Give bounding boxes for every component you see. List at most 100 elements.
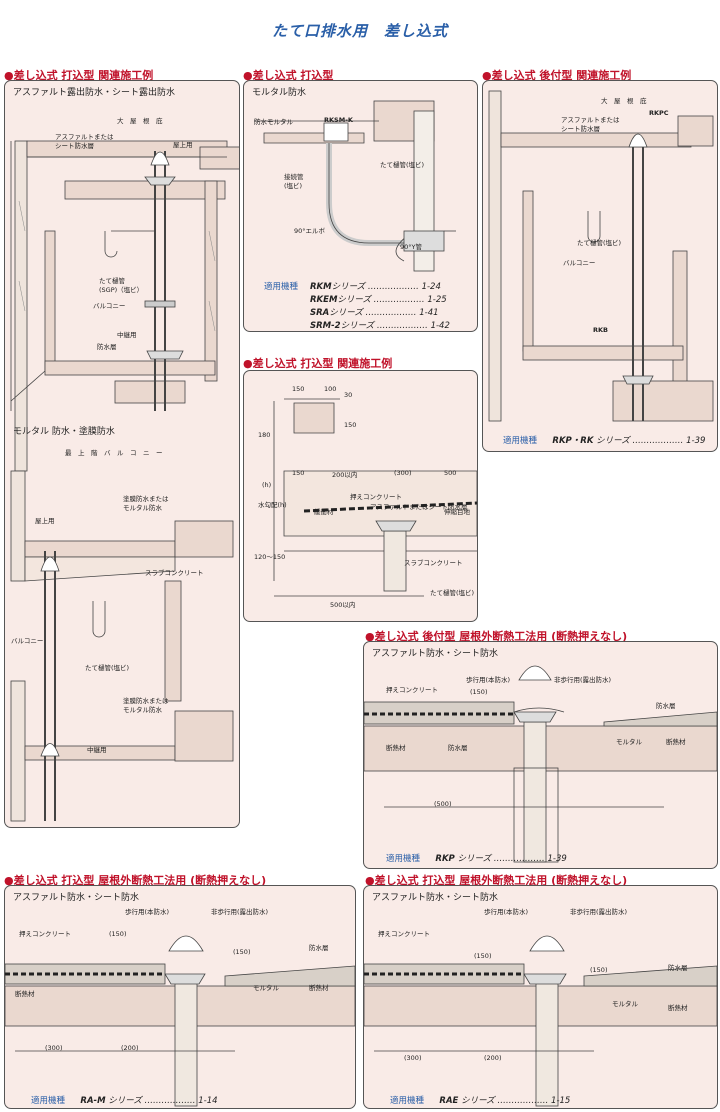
dim: 500 <box>444 469 457 477</box>
label: 断熱材 <box>15 990 35 998</box>
model-page: 1-25 <box>427 295 447 305</box>
applicable-models-6: 適用機種 RA-M シリーズ ……………… 1-14 <box>31 1096 218 1106</box>
label: 中継用 <box>87 746 107 754</box>
dim: 30 <box>344 391 353 399</box>
model-page: 1-39 <box>686 436 706 446</box>
label: 伸縮目地 <box>444 508 470 516</box>
drawing-4 <box>273 398 477 597</box>
dim: 120～150 <box>254 553 286 561</box>
models-label: 適用機種 <box>390 1096 425 1106</box>
panel-4: 150 100 180 150 200以内 (300) 500 120～150 … <box>243 370 478 622</box>
label: シート防水層 <box>55 142 94 150</box>
label: 非歩行用(露出防水) <box>554 676 612 684</box>
model-name: RA-M <box>80 1096 106 1106</box>
label: 接続管 <box>284 173 304 181</box>
label: 塗膜防水または <box>123 495 169 503</box>
label: バルコニー <box>11 637 44 645</box>
label: 断熱材 <box>668 1004 688 1012</box>
label: バルコニー <box>93 302 126 310</box>
drawing-3 <box>488 90 714 422</box>
models-label: 適用機種 <box>31 1096 66 1106</box>
section-heading-7: ●差し込式 打込型 屋根外断熱工法用 (断熱押えなし) <box>365 874 628 887</box>
section-heading-5: ●差し込式 後付型 屋根外断熱工法用 (断熱押えなし) <box>365 630 628 643</box>
label: RKB <box>593 326 608 334</box>
model-suffix: シリーズ <box>457 854 492 864</box>
label: スラブコンクリート <box>404 559 463 567</box>
model-page: 1-39 <box>547 854 567 864</box>
label: 屋上用 <box>35 517 55 525</box>
model-name: SRM-2 <box>310 321 341 331</box>
section-heading-2: ●差し込式 打込型 <box>243 69 334 82</box>
label: (150) <box>109 930 127 938</box>
model-suffix: シリーズ <box>329 308 363 318</box>
label: RKPC <box>649 109 669 117</box>
panel-2: モルタル防水 防水モルタル RKSM-K 接続管 (塩ビ) たて樋管(塩ビ) 9… <box>243 80 478 332</box>
models-label: 適用機種 <box>386 854 421 864</box>
model-suffix: シリーズ <box>340 321 375 331</box>
label: 断熱材 <box>309 984 329 992</box>
label: 防水層 <box>97 343 117 351</box>
label: RKSM-K <box>324 116 353 124</box>
label: 大 屋 根 庇 <box>601 97 647 105</box>
dim: (h) <box>262 481 272 489</box>
applicable-models-7: 適用機種 RAE シリーズ ……………… 1-15 <box>390 1096 571 1106</box>
model-suffix: シリーズ <box>337 295 371 305</box>
vertical-label: 水勾配(h) <box>258 501 287 509</box>
label: シート防水層 <box>561 125 600 133</box>
drawing-6 <box>5 935 355 1107</box>
model-name: RKP・RK <box>552 436 594 446</box>
label: モルタル <box>612 1000 638 1008</box>
label: 中継用 <box>117 331 137 339</box>
subheading-6: アスファルト防水・シート防水 <box>13 893 140 903</box>
label: たて樋管 <box>99 277 125 285</box>
label: 非歩行用(露出防水) <box>211 908 269 916</box>
label: 最 上 階 バ ル コ ニ ー <box>65 449 163 457</box>
label: 押えコンクリート <box>350 493 402 501</box>
label: 90°エルボ <box>294 227 326 235</box>
label: (150) <box>590 966 608 974</box>
label: 押えコンクリート <box>19 930 71 938</box>
label: バルコニー <box>563 259 596 267</box>
panel-7: アスファルト防水・シート防水 歩行用(本防水) 非歩行用(露出防水) 押えコンク… <box>363 885 718 1109</box>
section-heading-1: ●差し込式 打込型 関連施工例 <box>4 69 154 82</box>
panel-1: アスファルト露出防水・シート露出防水 大 屋 根 庇 屋上用 アスファルトまたは… <box>4 80 240 828</box>
label: 断熱材 <box>386 744 406 752</box>
panel-5: アスファルト防水・シート防水 歩行用(本防水) 非歩行用(露出防水) 押えコンク… <box>363 641 718 869</box>
model-suffix: シリーズ <box>596 436 630 446</box>
label: (200) <box>484 1054 502 1062</box>
section-heading-6: ●差し込式 打込型 屋根外断熱工法用 (断熱押えなし) <box>4 874 267 887</box>
drawing-5 <box>364 665 717 863</box>
model-name: SRA <box>310 308 330 318</box>
drawing-7 <box>364 935 717 1107</box>
label: 屋上用 <box>173 141 193 149</box>
section-heading-3: ●差し込式 後付型 関連施工例 <box>482 69 632 82</box>
dim: 150 <box>344 421 357 429</box>
label: 押えコンクリート <box>378 930 430 938</box>
label: 防水層 <box>656 702 676 710</box>
label: 防水層 <box>668 964 688 972</box>
subheading-1a: アスファルト露出防水・シート露出防水 <box>13 88 176 98</box>
label: 歩行用(本防水) <box>125 908 170 916</box>
label: 押えコンクリート <box>386 686 438 694</box>
model-name: RKM <box>310 282 332 292</box>
label: 緩衝材 <box>314 508 334 516</box>
label: (300) <box>404 1054 422 1062</box>
subheading-1b: モルタル 防水・塗膜防水 <box>13 427 115 437</box>
panel-6: アスファルト防水・シート防水 歩行用(本防水) 非歩行用(露出防水) 押えコンク… <box>4 885 356 1109</box>
dim: 100 <box>324 385 337 393</box>
label: (塩ビ) <box>284 182 303 190</box>
label: たて樋管(塩ビ) <box>380 161 425 169</box>
label: スラブコンクリート <box>145 569 204 577</box>
label: 歩行用(本防水) <box>466 676 511 684</box>
subheading-2: モルタル防水 <box>252 88 307 98</box>
label: モルタル <box>253 984 279 992</box>
label: たて樋管(塩ビ) <box>430 589 475 597</box>
page-title: たて口排水用 差し込式 <box>271 22 448 40</box>
model-suffix: シリーズ <box>108 1096 142 1106</box>
label: 90°Y管 <box>400 243 422 251</box>
model-name: RKEM <box>310 295 338 305</box>
model-page: 1-24 <box>421 282 441 292</box>
applicable-models-3: 適用機種 RKP・RK シリーズ ……………… 1-39 <box>503 436 706 446</box>
dim: 150 <box>292 385 305 393</box>
label: たて樋管(塩ビ) <box>577 239 622 247</box>
